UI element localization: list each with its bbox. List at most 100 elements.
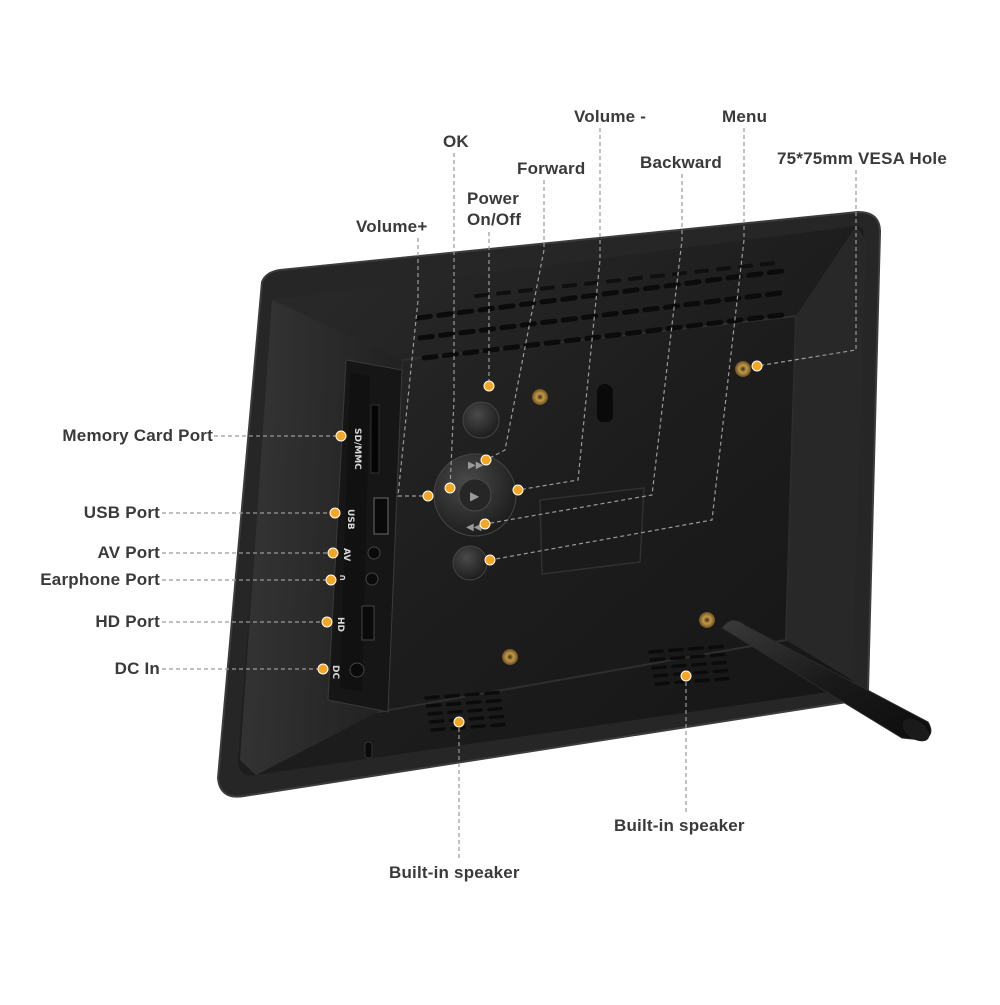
vent-slot [604,332,622,339]
vent-slot [601,310,619,318]
vent-slot [645,327,663,334]
label-memory-card-port: Memory Card Port [62,426,213,445]
earphone-jack [365,572,379,586]
dot-power [483,380,495,392]
label-earphone-port: Earphone Port [40,570,160,589]
dot-av-port [327,547,339,559]
dot-volume-plus [422,490,434,502]
vent-slot [716,266,731,272]
vent-slot [560,316,578,323]
vent-slot [415,313,433,321]
vesa-hole-bottom-left [502,649,518,665]
vent-slot [540,285,555,291]
vent-slot [581,313,599,321]
speaker-slot [470,724,486,729]
label-forward: Forward [517,159,586,178]
vent-slot [523,341,541,349]
leader-volume-minus [517,128,601,491]
vent-slot [642,284,661,292]
speaker-slot [711,660,727,666]
vent-slot [462,349,480,356]
label-speaker-right: Built-in speaker [614,816,745,835]
vent-slot [704,276,723,284]
vent-slot [765,290,783,298]
speaker-slot [430,727,446,732]
usb-socket [373,497,389,535]
speaker-slot [424,695,440,700]
speaker-slot [694,678,710,683]
speaker-slot [428,719,445,724]
label-dc-in: DC In [114,659,160,678]
dc-marking: DC [330,665,340,679]
speaker-slot [427,711,443,716]
vent-slot [540,318,558,326]
speaker-slot [485,698,502,704]
vent-slot [563,336,582,344]
speaker-slot [689,654,706,659]
vent-slot [562,283,577,289]
speaker-slot [708,644,724,650]
vent-slot [606,278,621,284]
dot-menu [484,554,496,566]
label-vesa-hole: 75*75mm VESA Hole [777,149,948,168]
speaker-slot [484,690,500,696]
vent-slot [628,275,643,281]
menu-button [452,545,488,581]
vent-slot [478,326,497,333]
label-volume-plus: Volume+ [356,217,428,236]
vent-slot [684,279,702,286]
callout-leader-lines [162,128,857,858]
speaker-slot [671,663,687,669]
vent-slot [738,263,753,269]
vent-slot [421,354,439,361]
vent-slot [518,287,533,294]
ok-button [458,478,492,512]
vent-slot [458,328,476,336]
speaker-slot [688,646,704,651]
dot-forward [480,454,492,466]
vent-slot [706,319,724,327]
vesa-hole-bottom-right [699,612,715,628]
vent-slot [766,268,785,276]
speaker-slot [488,714,505,720]
right-bevel [786,226,866,680]
vent-slot [685,322,704,329]
speaker-slot [712,668,729,674]
speaker-slot [648,649,664,654]
dot-backward [479,518,491,530]
vent-slot [441,351,460,359]
vent-slot [683,300,701,308]
av-jack [367,546,381,560]
vent-slot [518,300,537,308]
vesa-hole-top-left [532,389,548,405]
vent-slot [496,290,511,296]
vent-slot [760,261,775,267]
label-power: Power On/Off [467,189,522,229]
label-menu: Menu [722,107,768,126]
vent-slot [621,308,640,315]
dot-ok [444,482,456,494]
vent-slot [767,312,785,319]
usb-marking: USB [345,509,355,530]
vent-slot [744,293,762,300]
vent-slot [456,308,475,316]
hd-marking: HD [335,617,345,632]
stand [721,620,932,742]
leader-menu [489,128,745,561]
vent-slot [543,339,561,346]
vent-slot [694,268,709,274]
vent-slot [622,287,640,294]
speaker-slot [425,703,442,708]
vent-slot [417,333,435,341]
speaker-slot [669,655,686,661]
speaker-slot [464,692,480,697]
vent-slot [560,295,578,302]
dot-speaker-left [453,716,465,728]
dot-earphone-port [325,574,337,586]
speaker-grille-right [648,644,730,686]
speaker-slot [709,652,726,658]
backward-icon: ◀◀ [466,522,482,533]
leader-volume-plus [397,238,428,497]
